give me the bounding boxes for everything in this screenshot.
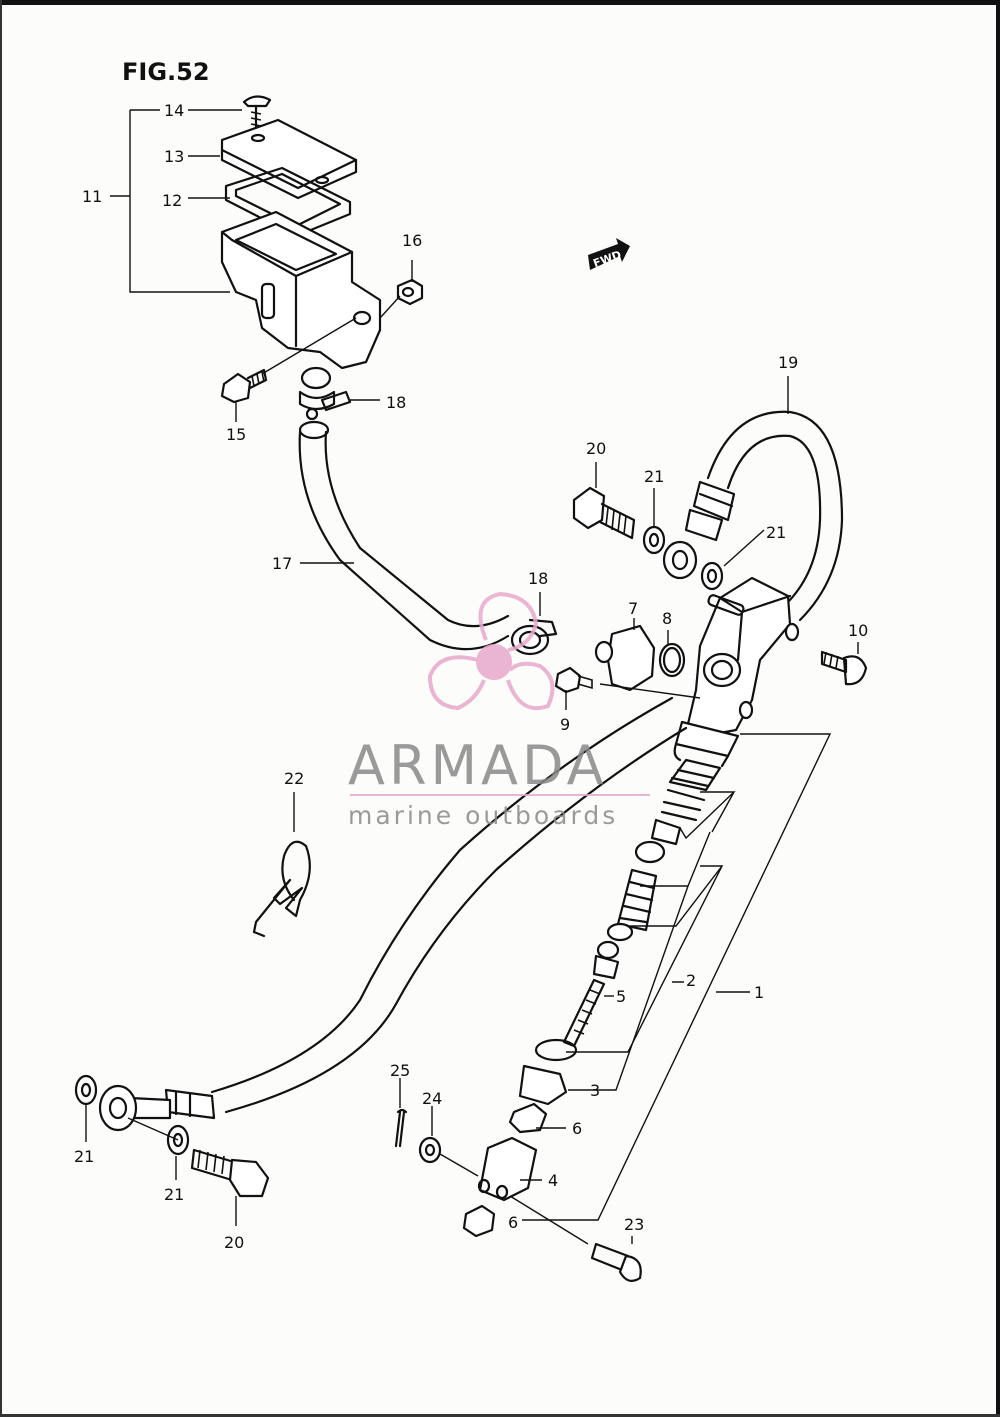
watermark-tagline: marine outboards bbox=[348, 801, 618, 830]
callout-7: 7 bbox=[628, 599, 638, 618]
callout-24: 24 bbox=[422, 1089, 442, 1108]
inlet-fitting bbox=[554, 624, 868, 699]
callout-23: 23 bbox=[624, 1215, 644, 1234]
callout-22: 22 bbox=[284, 769, 304, 788]
fwd-arrow-badge: FWD bbox=[588, 238, 630, 270]
callout-10: 10 bbox=[848, 621, 868, 640]
callout-12: 12 bbox=[162, 191, 182, 210]
callout-2: 2 bbox=[686, 971, 696, 990]
callout-20-upper: 20 bbox=[586, 439, 606, 458]
master-cylinder bbox=[660, 576, 800, 822]
callout-4: 4 bbox=[548, 1171, 558, 1190]
callout-6-lower: 6 bbox=[508, 1213, 518, 1232]
watermark-brand: ARMADA bbox=[348, 734, 608, 797]
scan-border-top bbox=[0, 0, 1000, 5]
callout-21-lower-mid: 21 bbox=[164, 1185, 184, 1204]
propeller-blade-top bbox=[478, 591, 539, 652]
brake-hose-lower bbox=[210, 696, 688, 1114]
scan-border-right bbox=[996, 0, 1000, 1417]
callout-18-upper: 18 bbox=[386, 393, 406, 412]
brake-hose-upper bbox=[572, 410, 844, 622]
armada-watermark: ARMADA marine outboards bbox=[348, 591, 650, 830]
propeller-hub bbox=[476, 644, 512, 680]
callout-18-lower: 18 bbox=[528, 569, 548, 588]
propeller-logo-icon bbox=[427, 591, 555, 711]
scan-border-bottom bbox=[0, 1414, 1000, 1417]
callout-15: 15 bbox=[226, 425, 246, 444]
callout-14: 14 bbox=[164, 101, 184, 120]
hose-fitting-lower bbox=[74, 1074, 270, 1198]
leader-lines bbox=[85, 109, 859, 1244]
callout-9: 9 bbox=[560, 715, 570, 734]
callout-3: 3 bbox=[590, 1081, 600, 1100]
callout-25: 25 bbox=[390, 1061, 410, 1080]
scan-border-left bbox=[0, 0, 2, 1417]
callout-21-right: 21 bbox=[766, 523, 786, 542]
reservoir-hose bbox=[298, 430, 510, 651]
callout-20-lower: 20 bbox=[224, 1233, 244, 1252]
callout-8: 8 bbox=[662, 609, 672, 628]
fwd-label: FWD bbox=[591, 248, 622, 270]
callout-11: 11 bbox=[82, 187, 102, 206]
callout-21-lower-left: 21 bbox=[74, 1147, 94, 1166]
callout-21-upper: 21 bbox=[644, 467, 664, 486]
callout-labels: 1 2 3 4 5 6 6 7 8 9 10 11 12 13 14 15 16… bbox=[74, 101, 868, 1252]
figure-title: FIG.52 bbox=[122, 58, 210, 86]
callout-19: 19 bbox=[778, 353, 798, 372]
propeller-blade-right bbox=[506, 661, 555, 711]
callout-16: 16 bbox=[402, 231, 422, 250]
piston-kit bbox=[394, 818, 682, 1283]
reservoir-assembly bbox=[220, 95, 424, 440]
spring-clip bbox=[252, 840, 311, 938]
callout-13: 13 bbox=[164, 147, 184, 166]
callout-5: 5 bbox=[616, 987, 626, 1006]
callout-17: 17 bbox=[272, 554, 292, 573]
propeller-blade-left bbox=[427, 655, 486, 711]
callout-6-upper: 6 bbox=[572, 1119, 582, 1138]
callout-1: 1 bbox=[754, 983, 764, 1002]
